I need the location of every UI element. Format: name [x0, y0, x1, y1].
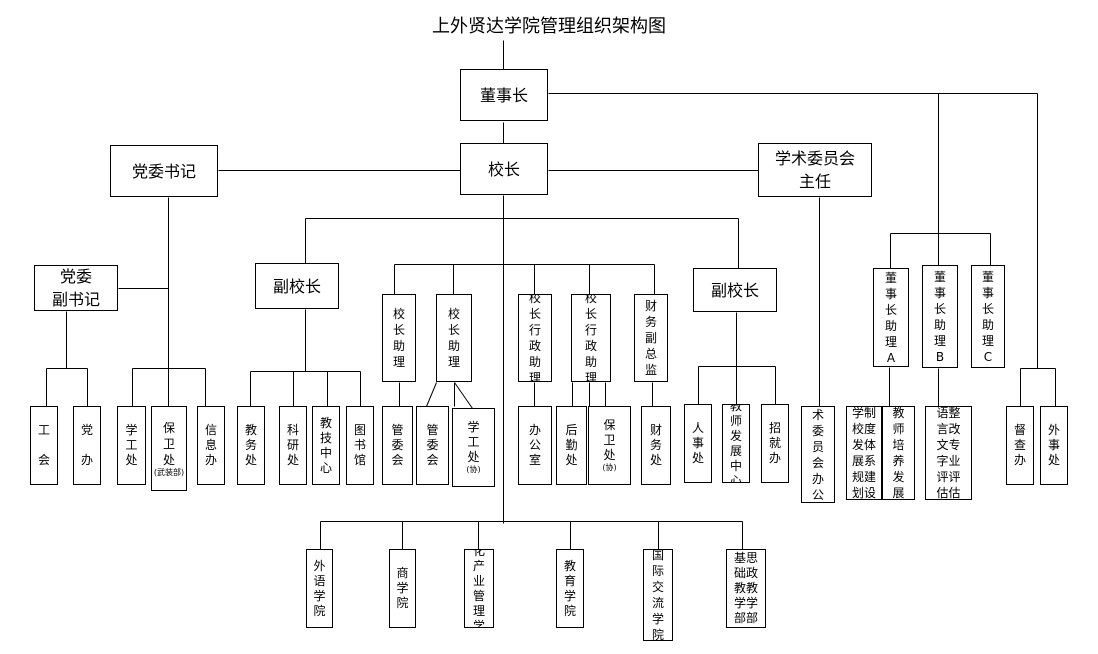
finance-director-box: 财务副总监 [634, 294, 668, 382]
school-culture-box: 文化产业管理学院 [464, 549, 494, 628]
node-note: (协) [466, 465, 481, 474]
text-column: 学工处(协) [466, 420, 481, 474]
school-intl-box: 国际交流学院 [643, 549, 673, 641]
text-column: 教技中心 [319, 415, 332, 475]
vp-right-box: 副校长 [693, 268, 777, 312]
mgmt-committee-2-box: 管委会 [416, 406, 449, 485]
text-column: 财务处 [649, 423, 662, 467]
text-column: 制度体系建设 [864, 406, 877, 500]
foreign-affairs-box: 外事处 [1040, 406, 1068, 485]
pres-asst-1-box: 校长助理 [382, 294, 416, 382]
edu-tech-center-box: 教技中心 [312, 406, 340, 485]
security-office-box: 保卫处(武装部) [151, 406, 187, 491]
security-2-box: 保卫处(协) [588, 406, 631, 485]
school-business-box: 商学院 [389, 549, 416, 628]
text-column: 外语学院 [313, 558, 326, 618]
admin-asst-2-box: 校长行政助理 [571, 294, 611, 382]
school-basic-box: 基础教学部思政教学部 [726, 549, 766, 628]
text-column: 保卫处(武装部) [153, 420, 185, 477]
node-note: (协) [602, 463, 617, 472]
finance-office-box: 财务处 [641, 406, 671, 485]
text-column: 校长助理 [392, 307, 405, 369]
chart-title: 上外贤达学院管理组织架构图 [432, 16, 666, 37]
deputy-party-secretary-box: 党委 副书记 [34, 265, 118, 311]
text-column: 管委会 [391, 423, 404, 467]
text-column: 党 办 [80, 423, 93, 467]
text-column: 教师发展中心 [729, 404, 742, 483]
text-column: 保卫处(协) [602, 418, 617, 472]
school-dev-planning-box: 学校发展规划制度体系建设 [846, 406, 882, 500]
text-column: 办公室 [528, 423, 541, 467]
school-education-box: 教育学院 [556, 549, 584, 628]
text-column: 教师培养发展 [892, 406, 905, 500]
chairman-box: 董事长 [460, 69, 548, 121]
text-column: 教育学院 [563, 558, 576, 618]
text-column: 后勤处 [565, 423, 578, 467]
logistics-box: 后勤处 [556, 406, 587, 485]
text-column: 招就办 [768, 421, 781, 465]
connector-line [454, 382, 473, 409]
connector-line [426, 382, 437, 407]
text-column: 督查办 [1013, 423, 1026, 467]
research-office-box: 科研处 [279, 406, 307, 485]
president-box: 校长 [460, 143, 548, 195]
text-column: 文化产业管理学院 [472, 549, 485, 628]
admissions-box: 招就办 [761, 404, 789, 483]
text-column: 图书馆 [353, 423, 366, 467]
text-column: 学工处 [125, 423, 138, 467]
text-column: 校长助理 [447, 307, 460, 369]
party-secretary-box: 党委书记 [110, 145, 218, 197]
union-box: 工 会 [30, 406, 58, 485]
supervision-office-box: 督查办 [1006, 406, 1034, 485]
text-column: 管委会 [426, 423, 439, 467]
academic-committee-box: 学术委员会 主任 [758, 143, 872, 197]
text-column: 财务副总监 [644, 299, 657, 377]
text-column: 教务处 [244, 423, 257, 467]
text-column: 国际交流学院 [651, 549, 664, 641]
text-column: 基础教学部 [733, 551, 746, 625]
school-foreign-lang-box: 外语学院 [306, 549, 333, 628]
text-column: 整改专业评估 [948, 406, 961, 500]
text-column: 外事处 [1047, 423, 1060, 467]
academic-committee-office-box: 学术委员会办公室 [801, 406, 835, 503]
library-box: 图书馆 [346, 406, 374, 485]
text-column: 学术委员会办公室 [811, 407, 824, 502]
text-column: 科研处 [286, 423, 299, 467]
general-office-box: 办公室 [518, 406, 552, 485]
academic-affairs-box: 教务处 [237, 406, 265, 485]
language-assessment-box: 语言文字评估整改专业评估 [925, 406, 972, 500]
text-column: 校长行政助理 [528, 294, 541, 382]
info-office-box: 信息办 [197, 406, 225, 485]
mgmt-committee-1-box: 管委会 [382, 406, 413, 485]
student-affairs-2-box: 学工处(协) [452, 408, 495, 487]
student-affairs-1-box: 学工处 [117, 406, 146, 485]
text-column: 工 会 [37, 423, 50, 467]
text-column: 校长行政助理 [584, 294, 597, 382]
admin-asst-1-box: 校长行政助理 [518, 294, 552, 382]
teacher-dev-center-box: 教师发展中心 [722, 404, 750, 483]
hr-office-box: 人事处 [684, 404, 712, 483]
text-column: 学校发展规划 [851, 406, 864, 500]
text-column: 思政教学部 [746, 551, 759, 625]
vp-left-box: 副校长 [255, 263, 339, 309]
party-office-box: 党 办 [73, 406, 101, 485]
text-column: 商学院 [396, 566, 409, 610]
text-column: 语言文字评估 [936, 406, 949, 500]
text-column: 人事处 [691, 421, 704, 465]
pres-asst-2-box: 校长助理 [436, 294, 472, 382]
node-note: (武装部) [153, 467, 185, 477]
text-column: 信息办 [204, 423, 217, 467]
teacher-training-box: 教师培养发展 [882, 406, 915, 500]
